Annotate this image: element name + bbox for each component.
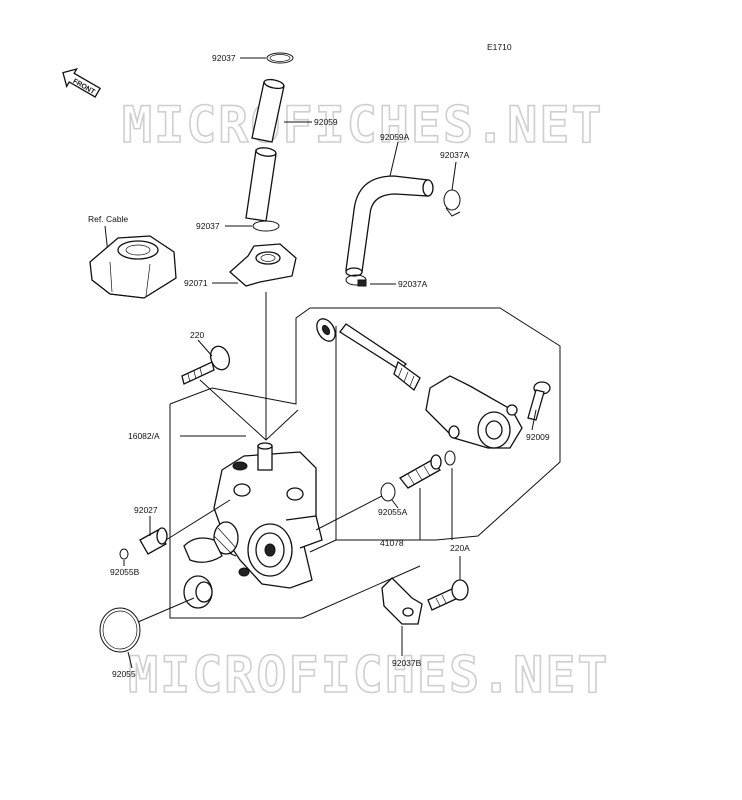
seal-washer	[183, 575, 213, 609]
front-arrow-icon: FRONT	[62, 67, 102, 98]
cable-boot	[89, 235, 177, 299]
bracket-92071	[229, 243, 297, 287]
circlip-92037-top	[266, 52, 294, 64]
clip-92037A-top	[443, 189, 461, 217]
label-92071: 92071	[184, 278, 208, 288]
label-92037A-bottom: 92037A	[398, 279, 428, 289]
label-92037-mid: 92037	[196, 221, 220, 231]
oring-small	[444, 450, 456, 466]
plunger-41078	[399, 454, 442, 489]
label-92009: 92009	[526, 432, 550, 442]
bolt-220	[181, 345, 231, 385]
pump-shaft	[316, 318, 421, 392]
label-92037B: 92037B	[392, 658, 422, 668]
circlip-92037-mid	[252, 220, 280, 232]
bolt-92009	[527, 381, 551, 421]
label-92037-top: 92037	[212, 53, 236, 63]
oring-92055	[99, 607, 141, 653]
watermark-top: MICROFICHES.NET	[122, 96, 604, 154]
diagram-code: E1710	[487, 42, 512, 52]
ref-cable-label: Ref. Cable	[88, 214, 128, 224]
hose-92059A	[345, 175, 434, 277]
label-220: 220	[190, 330, 204, 340]
oring-92055B	[119, 548, 129, 560]
label-16082A: 16082/A	[128, 431, 160, 441]
oring-92055A	[380, 482, 396, 502]
assembly-outline	[169, 307, 561, 619]
watermark-bottom: MICROFICHES.NET	[128, 646, 610, 704]
gear-housing	[425, 375, 523, 449]
label-220A: 220A	[450, 543, 470, 553]
label-92059: 92059	[314, 117, 338, 127]
oil-pump-body-16082A	[183, 442, 323, 589]
bolt-220A	[427, 579, 469, 611]
label-41078: 41078	[380, 538, 404, 548]
collar-92027	[139, 527, 168, 555]
label-92055: 92055	[112, 669, 136, 679]
label-92055A: 92055A	[378, 507, 408, 517]
label-92059A: 92059A	[380, 132, 410, 142]
label-92037A-top: 92037A	[440, 150, 470, 160]
label-92055B: 92055B	[110, 567, 140, 577]
clip-92037A-bottom	[345, 274, 367, 287]
label-92027: 92027	[134, 505, 158, 515]
plate-92037B	[381, 577, 423, 625]
